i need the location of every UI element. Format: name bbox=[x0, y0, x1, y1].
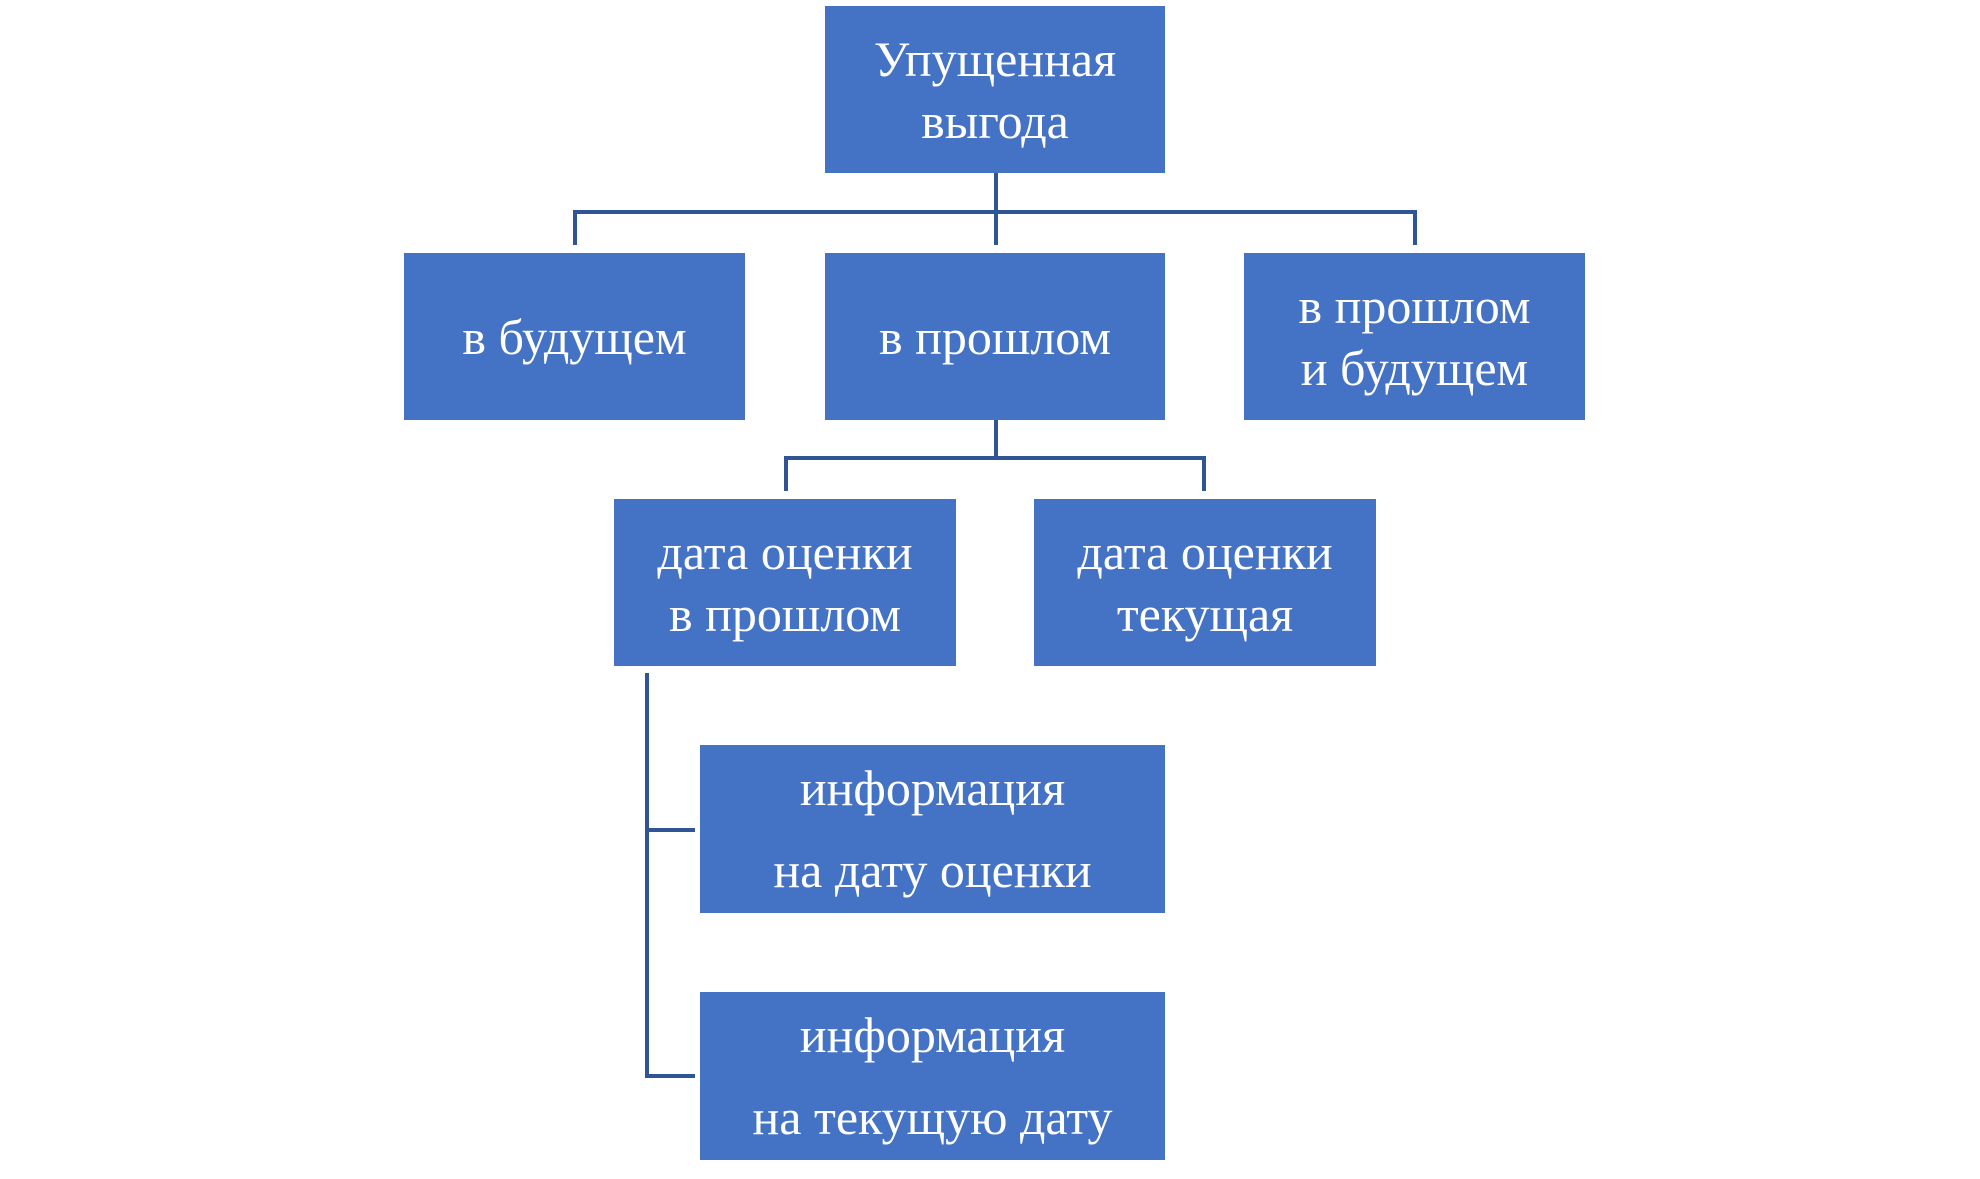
node-text: на текущую дату bbox=[752, 1089, 1113, 1145]
node-text: информация bbox=[799, 1007, 1066, 1063]
node-text: Упущенная bbox=[873, 30, 1117, 87]
node-text: дата оценки bbox=[1077, 523, 1333, 580]
node-past-and-future: в прошлом и будущем bbox=[1244, 253, 1585, 420]
node-text: в прошлом bbox=[1298, 277, 1531, 334]
node-valuation-date-current: дата оценки текущая bbox=[1034, 499, 1376, 666]
node-text: в прошлом bbox=[668, 585, 901, 642]
node-text: выгода bbox=[921, 92, 1069, 149]
node-past: в прошлом bbox=[825, 253, 1165, 420]
node-info-valuation-date: информация на дату оценки bbox=[700, 745, 1165, 913]
node-text: в прошлом bbox=[878, 308, 1111, 365]
connector-root bbox=[573, 173, 1417, 245]
node-text: дата оценки bbox=[657, 523, 913, 580]
node-text: и будущем bbox=[1300, 339, 1529, 396]
root-node: Упущенная выгода bbox=[825, 6, 1165, 173]
node-valuation-date-past: дата оценки в прошлом bbox=[614, 499, 956, 666]
node-text: на дату оценки bbox=[773, 842, 1092, 898]
connector-past bbox=[784, 420, 1206, 491]
connector-past-date bbox=[645, 673, 695, 1078]
node-info-current-date: информация на текущую дату bbox=[700, 992, 1165, 1160]
node-text: информация bbox=[799, 760, 1066, 816]
node-text: в будущем bbox=[462, 308, 687, 365]
node-text: текущая bbox=[1116, 585, 1294, 642]
node-future: в будущем bbox=[404, 253, 745, 420]
